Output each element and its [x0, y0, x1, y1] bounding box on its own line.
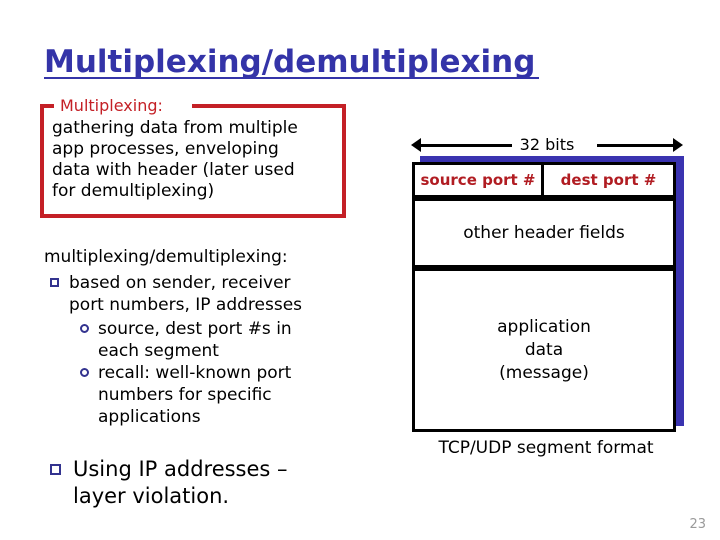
application-data-line: data	[524, 339, 564, 360]
source-port-field: source port #	[415, 165, 544, 195]
ports-row: source port # dest port #	[412, 162, 676, 198]
other-header-fields-box: other header fields	[412, 198, 676, 268]
bit-width-measure: 32 bits	[411, 134, 683, 156]
callout-border-left	[40, 104, 44, 218]
measure-line-right	[597, 144, 675, 147]
application-data-text: application data (message)	[497, 316, 591, 385]
application-data-box: application data (message)	[412, 268, 676, 432]
list-item-line: numbers for specific	[98, 385, 272, 405]
callout-line-4: for demultiplexing)	[52, 181, 215, 201]
circle-bullet-icon	[80, 368, 89, 377]
callout-legend: Multiplexing:	[58, 96, 165, 115]
page-title: Multiplexing/demultiplexing	[44, 44, 540, 80]
segment-stack: source port # dest port # other header f…	[412, 162, 676, 432]
list-item-line: port numbers, IP addresses	[69, 295, 303, 315]
segment-format-diagram: 32 bits source port # dest port # other …	[396, 130, 696, 458]
callout-border-right	[342, 104, 346, 218]
list-heading: multiplexing/demultiplexing:	[44, 247, 288, 267]
list-item-line: recall: well-known port	[98, 363, 292, 383]
list-item: Using IP addresses – layer violation.	[50, 456, 288, 510]
arrow-left-icon	[411, 138, 421, 152]
arrow-right-icon	[673, 138, 683, 152]
list-item: recall: well-known port numbers for spec…	[80, 362, 291, 428]
square-bullet-icon	[50, 464, 61, 475]
title-underline	[44, 77, 540, 79]
list-item-text: recall: well-known port numbers for spec…	[98, 362, 291, 428]
list-item-line: layer violation.	[73, 484, 230, 508]
callout-body: gathering data from multiple app process…	[52, 118, 338, 202]
circle-bullet-icon	[80, 324, 89, 333]
list-item: source, dest port #s in each segment	[80, 318, 292, 362]
callout-border-top-right	[192, 104, 346, 108]
list-item-line: Using IP addresses –	[73, 457, 288, 481]
multiplexing-callout-box: Multiplexing: gathering data from multip…	[40, 96, 346, 218]
list-item-text: Using IP addresses – layer violation.	[73, 456, 288, 510]
bit-width-label: 32 bits	[512, 134, 582, 156]
application-data-line: application	[497, 316, 591, 337]
callout-line-1: gathering data from multiple	[52, 118, 298, 138]
callout-line-3: data with header (later used	[52, 160, 295, 180]
page-number: 23	[689, 517, 706, 532]
diagram-caption: TCP/UDP segment format	[438, 438, 654, 458]
callout-border-bottom	[40, 214, 346, 218]
application-data-line: (message)	[499, 362, 589, 383]
list-item-line: each segment	[98, 341, 219, 361]
square-bullet-icon	[50, 278, 59, 287]
measure-line-left	[419, 144, 514, 147]
left-content-column: Multiplexing: gathering data from multip…	[40, 96, 360, 508]
list-item-line: source, dest port #s in	[98, 319, 292, 339]
list-item-text: source, dest port #s in each segment	[98, 318, 292, 362]
list-item-line: applications	[98, 407, 201, 427]
callout-border-top-left	[40, 104, 54, 108]
callout-line-2: app processes, enveloping	[52, 139, 279, 159]
list-item-text: based on sender, receiver port numbers, …	[69, 272, 302, 316]
dest-port-field: dest port #	[560, 171, 657, 189]
page-title-text: Multiplexing/demultiplexing	[44, 44, 536, 80]
list-item-line: based on sender, receiver	[69, 273, 291, 293]
list-item: based on sender, receiver port numbers, …	[50, 272, 302, 316]
